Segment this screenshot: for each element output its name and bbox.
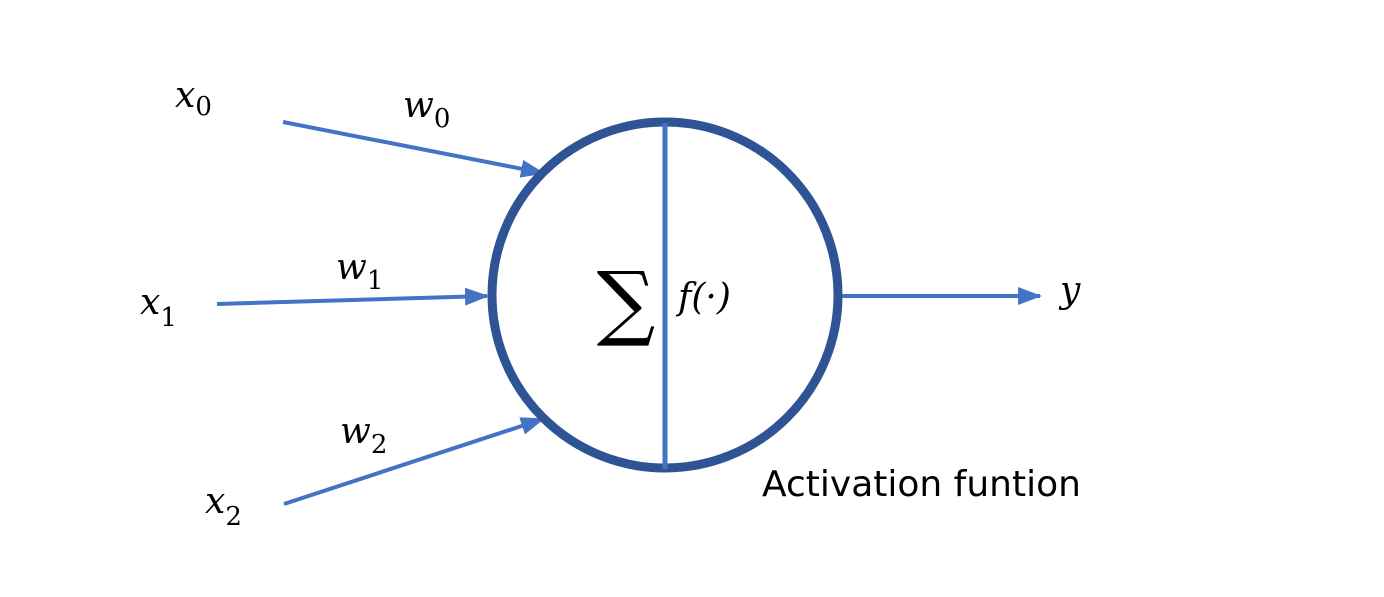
output-label: y [1058,270,1081,311]
sum-symbol: ∑ [597,255,656,350]
input-label-2: x2 [205,481,242,532]
activation-caption: Activation funtion [762,464,1081,505]
input-arrow-0 [282,120,545,178]
weight-label-2: w2 [340,411,387,460]
activation-symbol: 𝑓(·) [675,277,731,318]
input-arrow-2 [283,417,545,506]
weight-label-0: w0 [403,85,450,134]
input-arrow-1 [216,287,489,306]
input-label-1: x1 [140,282,177,333]
input-label-0: x0 [175,75,212,122]
weight-label-1: w1 [336,247,383,296]
